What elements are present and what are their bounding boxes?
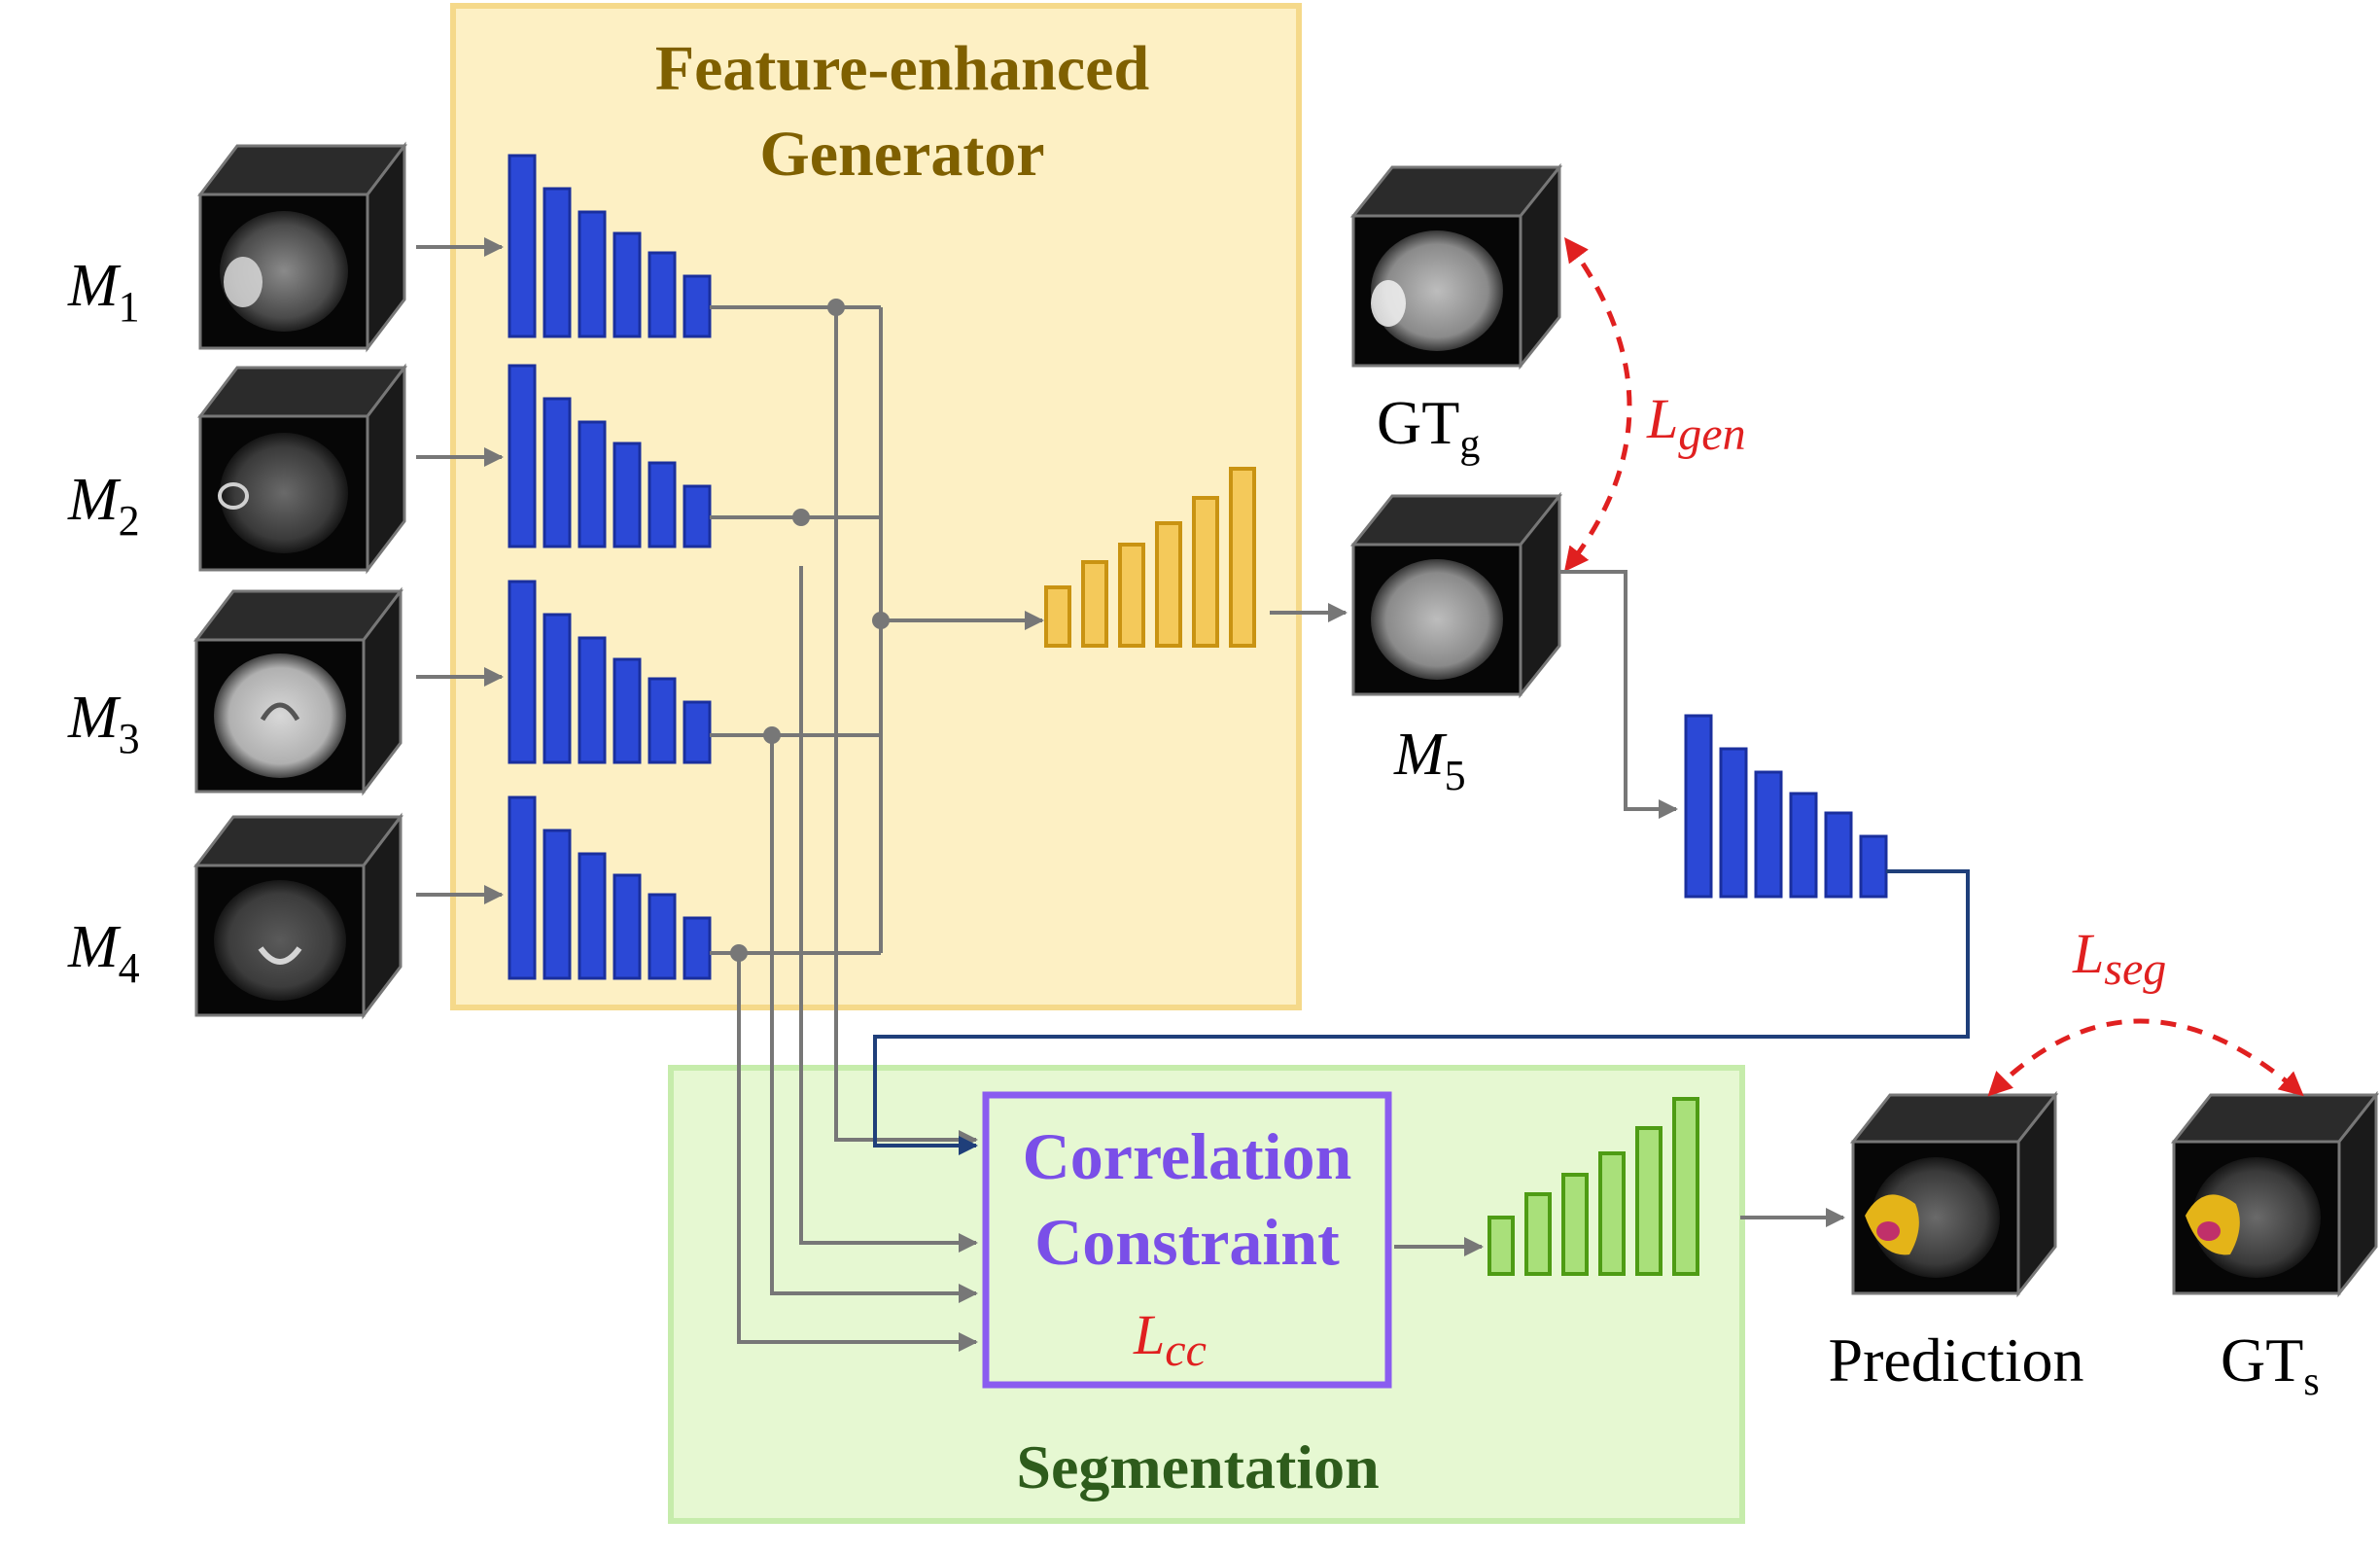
loss-seg-label: Lseg	[2072, 922, 2166, 995]
ground-truth-segmentation-volume	[2170, 1090, 2380, 1298]
input-volume-m1	[196, 141, 408, 353]
generated-volume-m5	[1349, 491, 1563, 699]
segmentation-title: Segmentation	[1016, 1432, 1379, 1501]
loss-seg-arrow	[1987, 1018, 2304, 1097]
m5-encoder	[1684, 714, 1888, 899]
gt-gen-label: GTg	[1377, 388, 1480, 467]
prediction-label: Prediction	[1828, 1325, 2083, 1395]
input-label-m2: M2	[67, 467, 140, 545]
junction-m4	[730, 944, 748, 962]
generator-title-line1: Feature-enhanced	[655, 33, 1149, 104]
input-label-m1: M1	[67, 253, 140, 331]
loss-gen-label: Lgen	[1646, 387, 1746, 460]
segmentation-decoder	[1488, 1097, 1699, 1276]
encoder-m4	[508, 795, 712, 980]
m5-label: M5	[1393, 722, 1466, 799]
arrow-m5-correlation	[873, 869, 1970, 1155]
ground-truth-generation-volume	[1349, 162, 1563, 371]
input-volume-m3	[192, 586, 404, 796]
correlation-line2: Constraint	[1034, 1205, 1340, 1279]
input-volume-m2	[196, 363, 408, 575]
encoder-m3	[508, 580, 712, 764]
correlation-constraint-box	[982, 1091, 1392, 1389]
prediction-volume	[1849, 1090, 2059, 1298]
arrow-m5-seg-encoder	[1559, 570, 1678, 819]
encoder-m1	[508, 154, 712, 338]
junction-fusion	[872, 612, 890, 629]
generator-decoder	[1044, 467, 1256, 648]
junction-m3	[763, 726, 781, 744]
generator-title-line2: Generator	[759, 119, 1044, 190]
junction-m2	[792, 509, 810, 526]
gt-seg-label: GTs	[2221, 1325, 2320, 1404]
correlation-line1: Correlation	[1023, 1119, 1352, 1193]
loss-gen-arrow	[1563, 236, 1632, 572]
loss-cc-label: Lcc	[1133, 1303, 1207, 1376]
junction-m1	[827, 299, 845, 316]
input-label-m3: M3	[67, 685, 140, 762]
skip-connections	[737, 307, 978, 1352]
input-volume-m4	[192, 812, 404, 1020]
encoder-m2	[508, 364, 712, 548]
input-label-m4: M4	[67, 914, 140, 992]
